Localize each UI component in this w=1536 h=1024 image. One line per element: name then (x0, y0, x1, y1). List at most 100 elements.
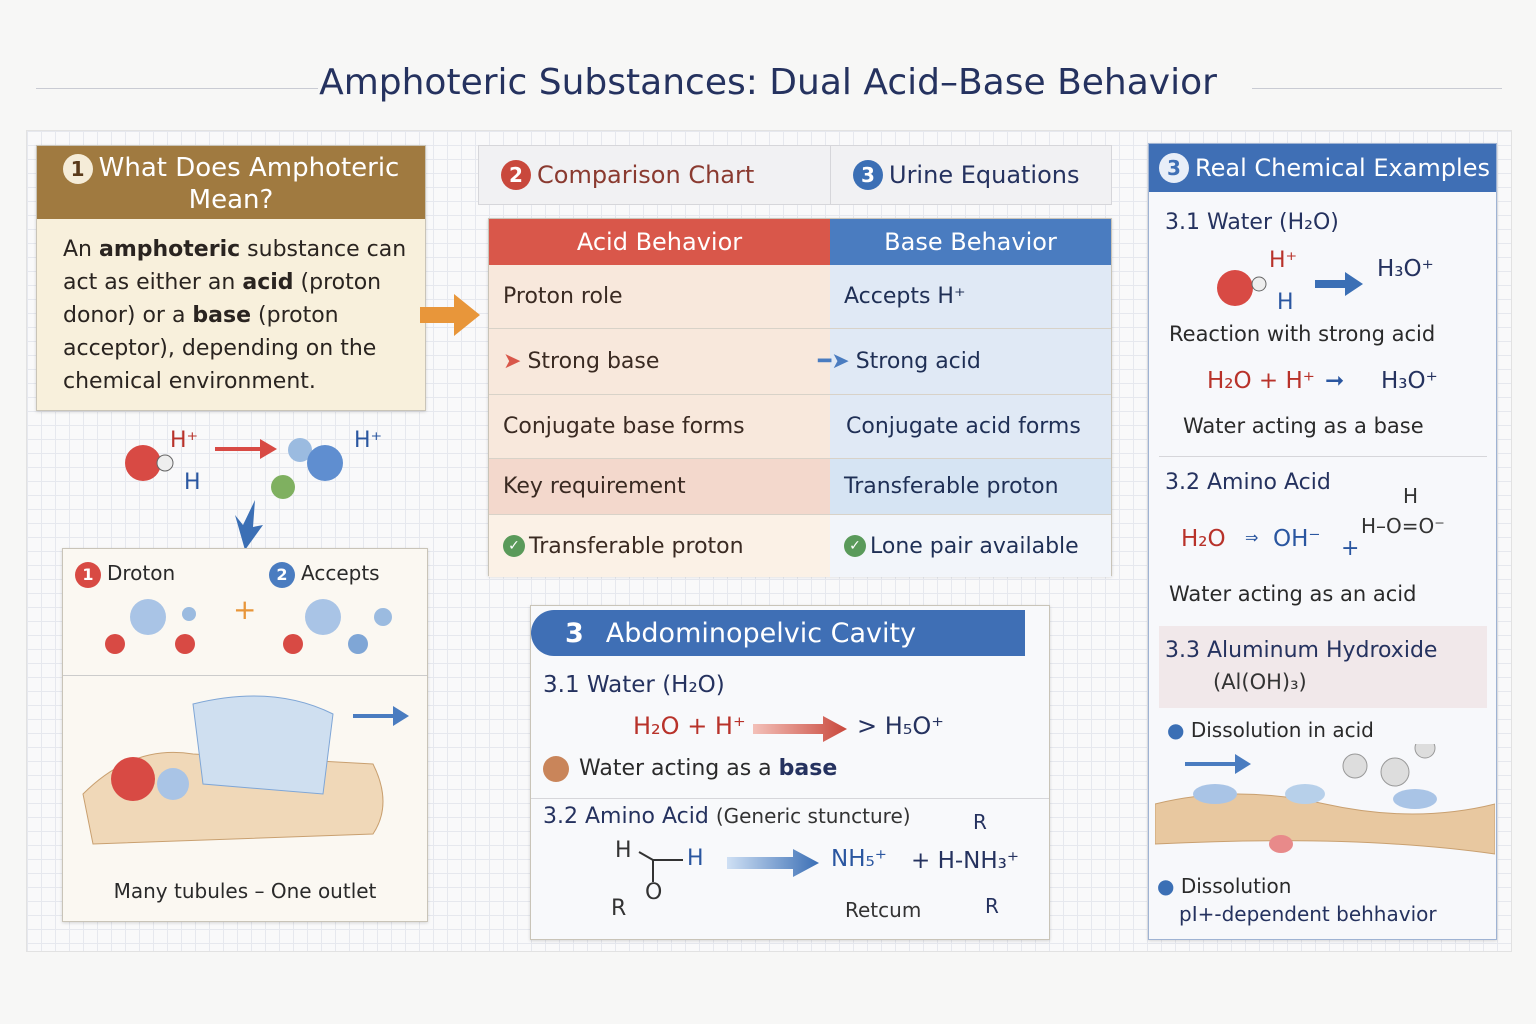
cell-acid: Transferable proton (529, 533, 744, 559)
atom-label: H (687, 846, 704, 871)
bond-lines (638, 851, 683, 882)
chevron-right-icon: ➤ (503, 349, 522, 374)
step-number: 2 (269, 561, 295, 588)
molecule-illustration (125, 438, 343, 550)
cell-base: Accepts H⁺ (830, 265, 1111, 328)
cell-base: Conjugate acid forms (830, 395, 1111, 458)
arrow-right-icon (420, 294, 480, 336)
check-icon: ✓ (844, 535, 866, 557)
text: substance can act as either an (63, 237, 407, 295)
bullet-icon: ● (1157, 874, 1181, 898)
cell-acid: Strong base (527, 349, 660, 374)
product: H₃O⁺ (1377, 256, 1434, 282)
structure: H–O=O⁻ (1361, 514, 1445, 538)
text: Water acting as an (1169, 582, 1373, 606)
caption: Retcum (845, 898, 922, 922)
aluminum-header-bg (1159, 626, 1487, 708)
text: strong acid (1318, 322, 1436, 346)
h-plus-label: H⁺ (170, 428, 199, 453)
atom-label: R (973, 810, 987, 834)
divider (1159, 456, 1487, 457)
atom-label: H (1403, 484, 1419, 508)
step-label: Droton (107, 561, 176, 585)
bullet-text: Dissolution in acid (1190, 718, 1374, 742)
header-acid-behavior: Acid Behavior (489, 219, 830, 265)
atom-label: O (645, 880, 663, 905)
step-number: 1 (75, 561, 101, 588)
arrow-right-icon: ➞ (1325, 368, 1345, 394)
svg-text:+: + (233, 593, 256, 626)
divider (63, 675, 427, 676)
arrow-right-icon (753, 716, 847, 742)
section-title: 3.1 Water (H₂O) (1165, 210, 1339, 235)
section-subtitle: (Generic stuncture) (715, 804, 911, 828)
definition-text: An amphoteric substance can act as eithe… (37, 219, 425, 398)
section-title: 3.2 Amino Acid (543, 804, 709, 829)
plus: + (1341, 536, 1360, 561)
h-label: H (1277, 290, 1294, 315)
equation-lhs: H₂O + H⁺ (633, 712, 746, 740)
bullet-subtext: pI+-dependent behhavior (1179, 902, 1437, 926)
text-bold: amphoteric (99, 237, 241, 262)
table-row: ➤Strong base━➤Strong acid (489, 329, 1111, 395)
note-bold: base (778, 756, 838, 781)
cavity-panel: 3 Abdominopelvic Cavity 3.1 Water (H₂O) H… (530, 605, 1050, 940)
arrow-right-icon: ━➤ (818, 349, 850, 374)
h-plus-label: H⁺ (1269, 248, 1298, 273)
atom-label: H (615, 838, 632, 863)
bullet-text: Dissolution (1180, 874, 1292, 898)
atom-label: R (611, 896, 627, 921)
cell-acid: Proton role (489, 265, 830, 328)
tubules-caption: Many tubules – One outlet (113, 879, 377, 903)
definition-title: What Does Amphoteric Mean? (98, 153, 400, 215)
h-plus-label: H⁺ (354, 428, 383, 453)
text: Water acting as a (1183, 414, 1374, 438)
section-number: 3 (565, 617, 584, 649)
atom-label: R (985, 894, 999, 918)
equation-rhs: OH⁻ (1273, 526, 1321, 552)
text-bold: base (192, 303, 252, 328)
section-title: 3.2 Amino Acid (1165, 470, 1331, 495)
bullet-icon: ● (1167, 718, 1191, 742)
cell-acid: Key requirement (489, 459, 830, 514)
section-title: 3.3 Aluminum Hydroxide (1165, 638, 1438, 663)
water-molecule-illustration (1217, 270, 1363, 306)
note: Water acting as a (579, 756, 779, 781)
dissolution-illustration (1155, 744, 1495, 855)
equation-rhs: H₃O⁺ (1381, 368, 1438, 394)
section-title: 3.1 Water (H₂O) (543, 672, 725, 698)
title-rule-left (36, 88, 318, 89)
arrow-right-icon: ⇒ (1245, 528, 1259, 547)
text: acid (1372, 582, 1417, 606)
examples-title: Real Chemical Examples (1195, 154, 1490, 182)
cavity-title: Abdominopelvic Cavity (605, 617, 917, 649)
tab-label: Urine Equations (889, 161, 1080, 189)
arrow-right-icon (727, 849, 819, 877)
equation-lhs: H₂O (1181, 526, 1226, 552)
text: (proton acceptor), depending on the chem… (63, 303, 377, 394)
section-number: 3 (1159, 153, 1189, 183)
tab-label: Comparison Chart (537, 161, 755, 189)
cavity-header: 3 Abdominopelvic Cavity (531, 610, 1025, 656)
divider (531, 798, 1049, 799)
text: Reaction with (1169, 322, 1319, 346)
step-number: 1 (62, 153, 93, 184)
step-label: Accepts (301, 561, 380, 585)
molecule-pair-illustration: + (105, 593, 392, 654)
text: base (1373, 414, 1424, 438)
tab-number: 3 (853, 160, 883, 190)
header-base-behavior: Base Behavior (830, 219, 1111, 265)
text: An (63, 237, 99, 262)
product: + H-NH₃⁺ (911, 848, 1020, 874)
